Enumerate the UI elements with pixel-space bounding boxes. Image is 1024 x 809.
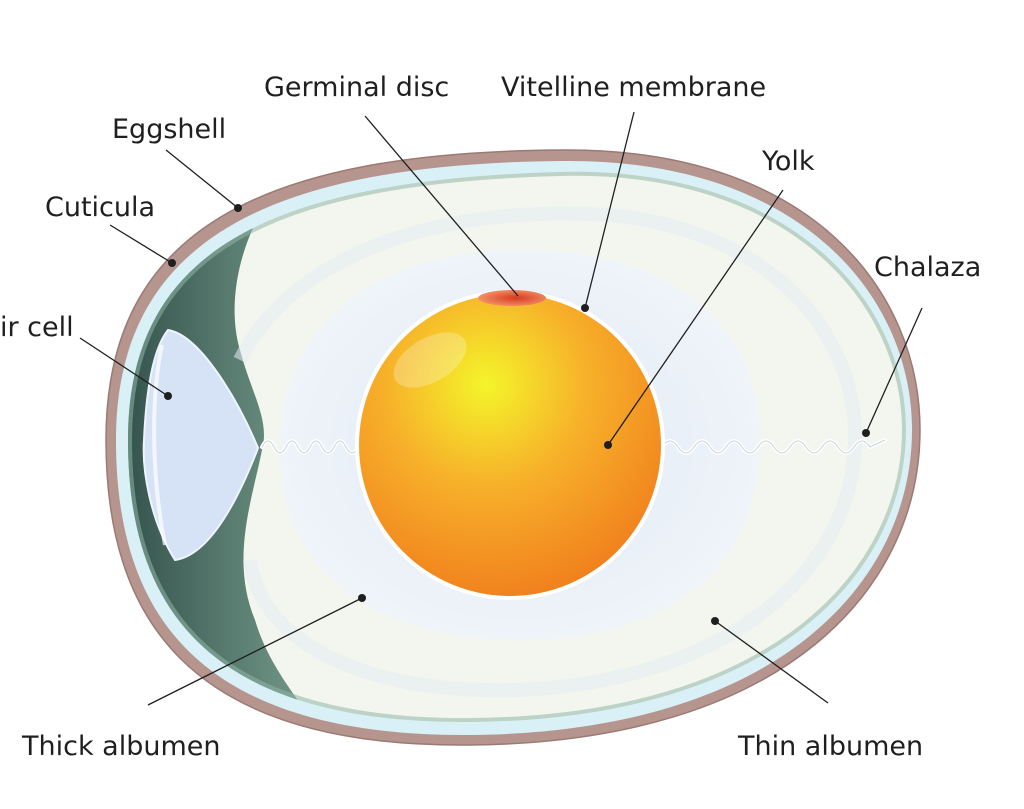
- label-vitelline-membrane: Vitelline membrane: [501, 72, 766, 103]
- air-cell-highlight: [152, 344, 167, 546]
- dot-yolk: [604, 441, 612, 449]
- leader-chalaza: [865, 307, 923, 434]
- dot-vitelline-membrane: [581, 304, 589, 312]
- chalaza-right-outline: [661, 439, 886, 454]
- leader-thin-albumen: [714, 620, 829, 704]
- chalaza-left-outline: [261, 440, 359, 454]
- dot-cuticula: [168, 259, 176, 267]
- leader-thick-albumen: [147, 597, 363, 706]
- leader-cuticula: [109, 224, 173, 264]
- yolk-highlight: [393, 332, 467, 388]
- germinal-disc-shape: [478, 290, 546, 306]
- leader-eggshell: [165, 149, 239, 209]
- yolk-shape: [359, 294, 661, 596]
- label-chalaza: Chalaza: [874, 252, 981, 283]
- leader-yolk: [607, 189, 784, 446]
- label-air-cell: ir cell: [0, 312, 74, 343]
- label-cuticula: Cuticula: [45, 192, 155, 223]
- dot-chalaza: [862, 429, 870, 437]
- dot-eggshell: [234, 204, 242, 212]
- thick-albumen-edge: [233, 206, 863, 698]
- dot-air-cell: [164, 392, 172, 400]
- leader-air-cell: [79, 337, 169, 397]
- leader-germinal-disc: [364, 115, 519, 297]
- leader-vitelline-membrane: [584, 111, 635, 309]
- label-thin-albumen: Thin albumen: [737, 731, 923, 762]
- air-cell-shape: [142, 328, 260, 562]
- dot-thin-albumen: [711, 617, 719, 625]
- dot-thick-albumen: [358, 594, 366, 602]
- label-thick-albumen: Thick albumen: [21, 731, 221, 762]
- label-germinal-disc: Germinal disc: [264, 72, 449, 103]
- label-eggshell: Eggshell: [112, 114, 226, 145]
- label-yolk: Yolk: [761, 146, 815, 177]
